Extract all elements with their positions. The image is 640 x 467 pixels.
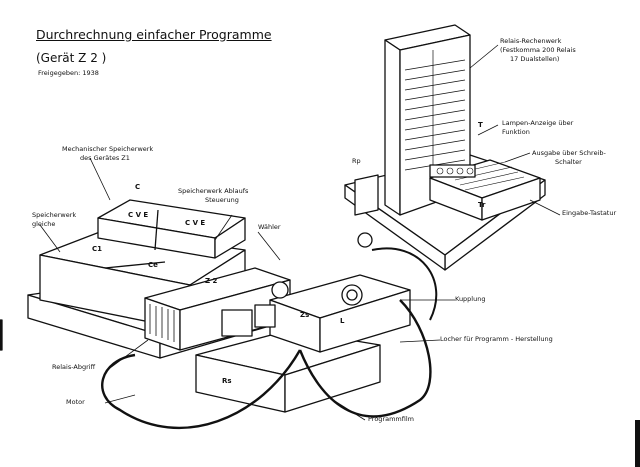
label-eingabe: Eingabe-Tastatur bbox=[562, 209, 617, 217]
label-ausgabe-2: Schalter bbox=[555, 158, 582, 166]
label-locher: Locher für Programm - Herstellung bbox=[440, 335, 553, 343]
label-rp: Rp bbox=[352, 157, 361, 165]
label-programmfilm: Programmfilm bbox=[368, 415, 414, 423]
diagram-subtitle: (Gerät Z 2 ) bbox=[36, 51, 107, 65]
label-mech-speicher-1: Mechanischer Speicherwerk bbox=[62, 145, 154, 153]
part-cve-2: C V E bbox=[185, 219, 206, 227]
label-rechenwerk-2: (Festkomma 200 Relais bbox=[500, 46, 576, 54]
label-mech-speicher-2: des Gerätes Z1 bbox=[80, 154, 130, 162]
label-lampe-1: Lampen-Anzeige über bbox=[502, 119, 574, 127]
part-tr: Tr bbox=[478, 201, 486, 209]
part-c: C bbox=[135, 183, 141, 191]
label-kupplung: Kupplung bbox=[455, 295, 486, 303]
label-relaisabgriff: Relais-Abgriff bbox=[52, 363, 96, 371]
label-steuerung-1: Speicherwerk Ablaufs bbox=[178, 187, 249, 195]
release-date: Freigegeben: 1938 bbox=[38, 69, 99, 77]
label-rechenwerk-1: Relais-Rechenwerk bbox=[500, 37, 562, 45]
label-lampe-2: Funktion bbox=[502, 128, 530, 136]
label-motor: Motor bbox=[66, 398, 85, 406]
part-rs: Rs bbox=[222, 377, 232, 385]
label-speicherwerk-1: Speicherwerk bbox=[32, 211, 77, 219]
label-waehler: Wähler bbox=[258, 223, 281, 231]
label-ausgabe-1: Ausgabe über Schreib- bbox=[532, 149, 606, 157]
label-speicherwerk-2: gleiche bbox=[32, 220, 56, 228]
part-t: T bbox=[478, 121, 483, 129]
part-zs: Zs bbox=[300, 311, 310, 319]
part-c1: C1 bbox=[92, 245, 103, 253]
diagram-title: Durchrechnung einfacher Programme bbox=[36, 27, 272, 42]
part-z2: Z 2 bbox=[205, 277, 218, 285]
part-cve: C V E bbox=[128, 211, 149, 219]
label-steuerung-2: Steuerung bbox=[205, 196, 239, 204]
part-ce: Ce bbox=[148, 261, 158, 269]
label-rechenwerk-3: 17 Dualstellen) bbox=[510, 55, 560, 63]
part-l: L bbox=[340, 317, 345, 325]
